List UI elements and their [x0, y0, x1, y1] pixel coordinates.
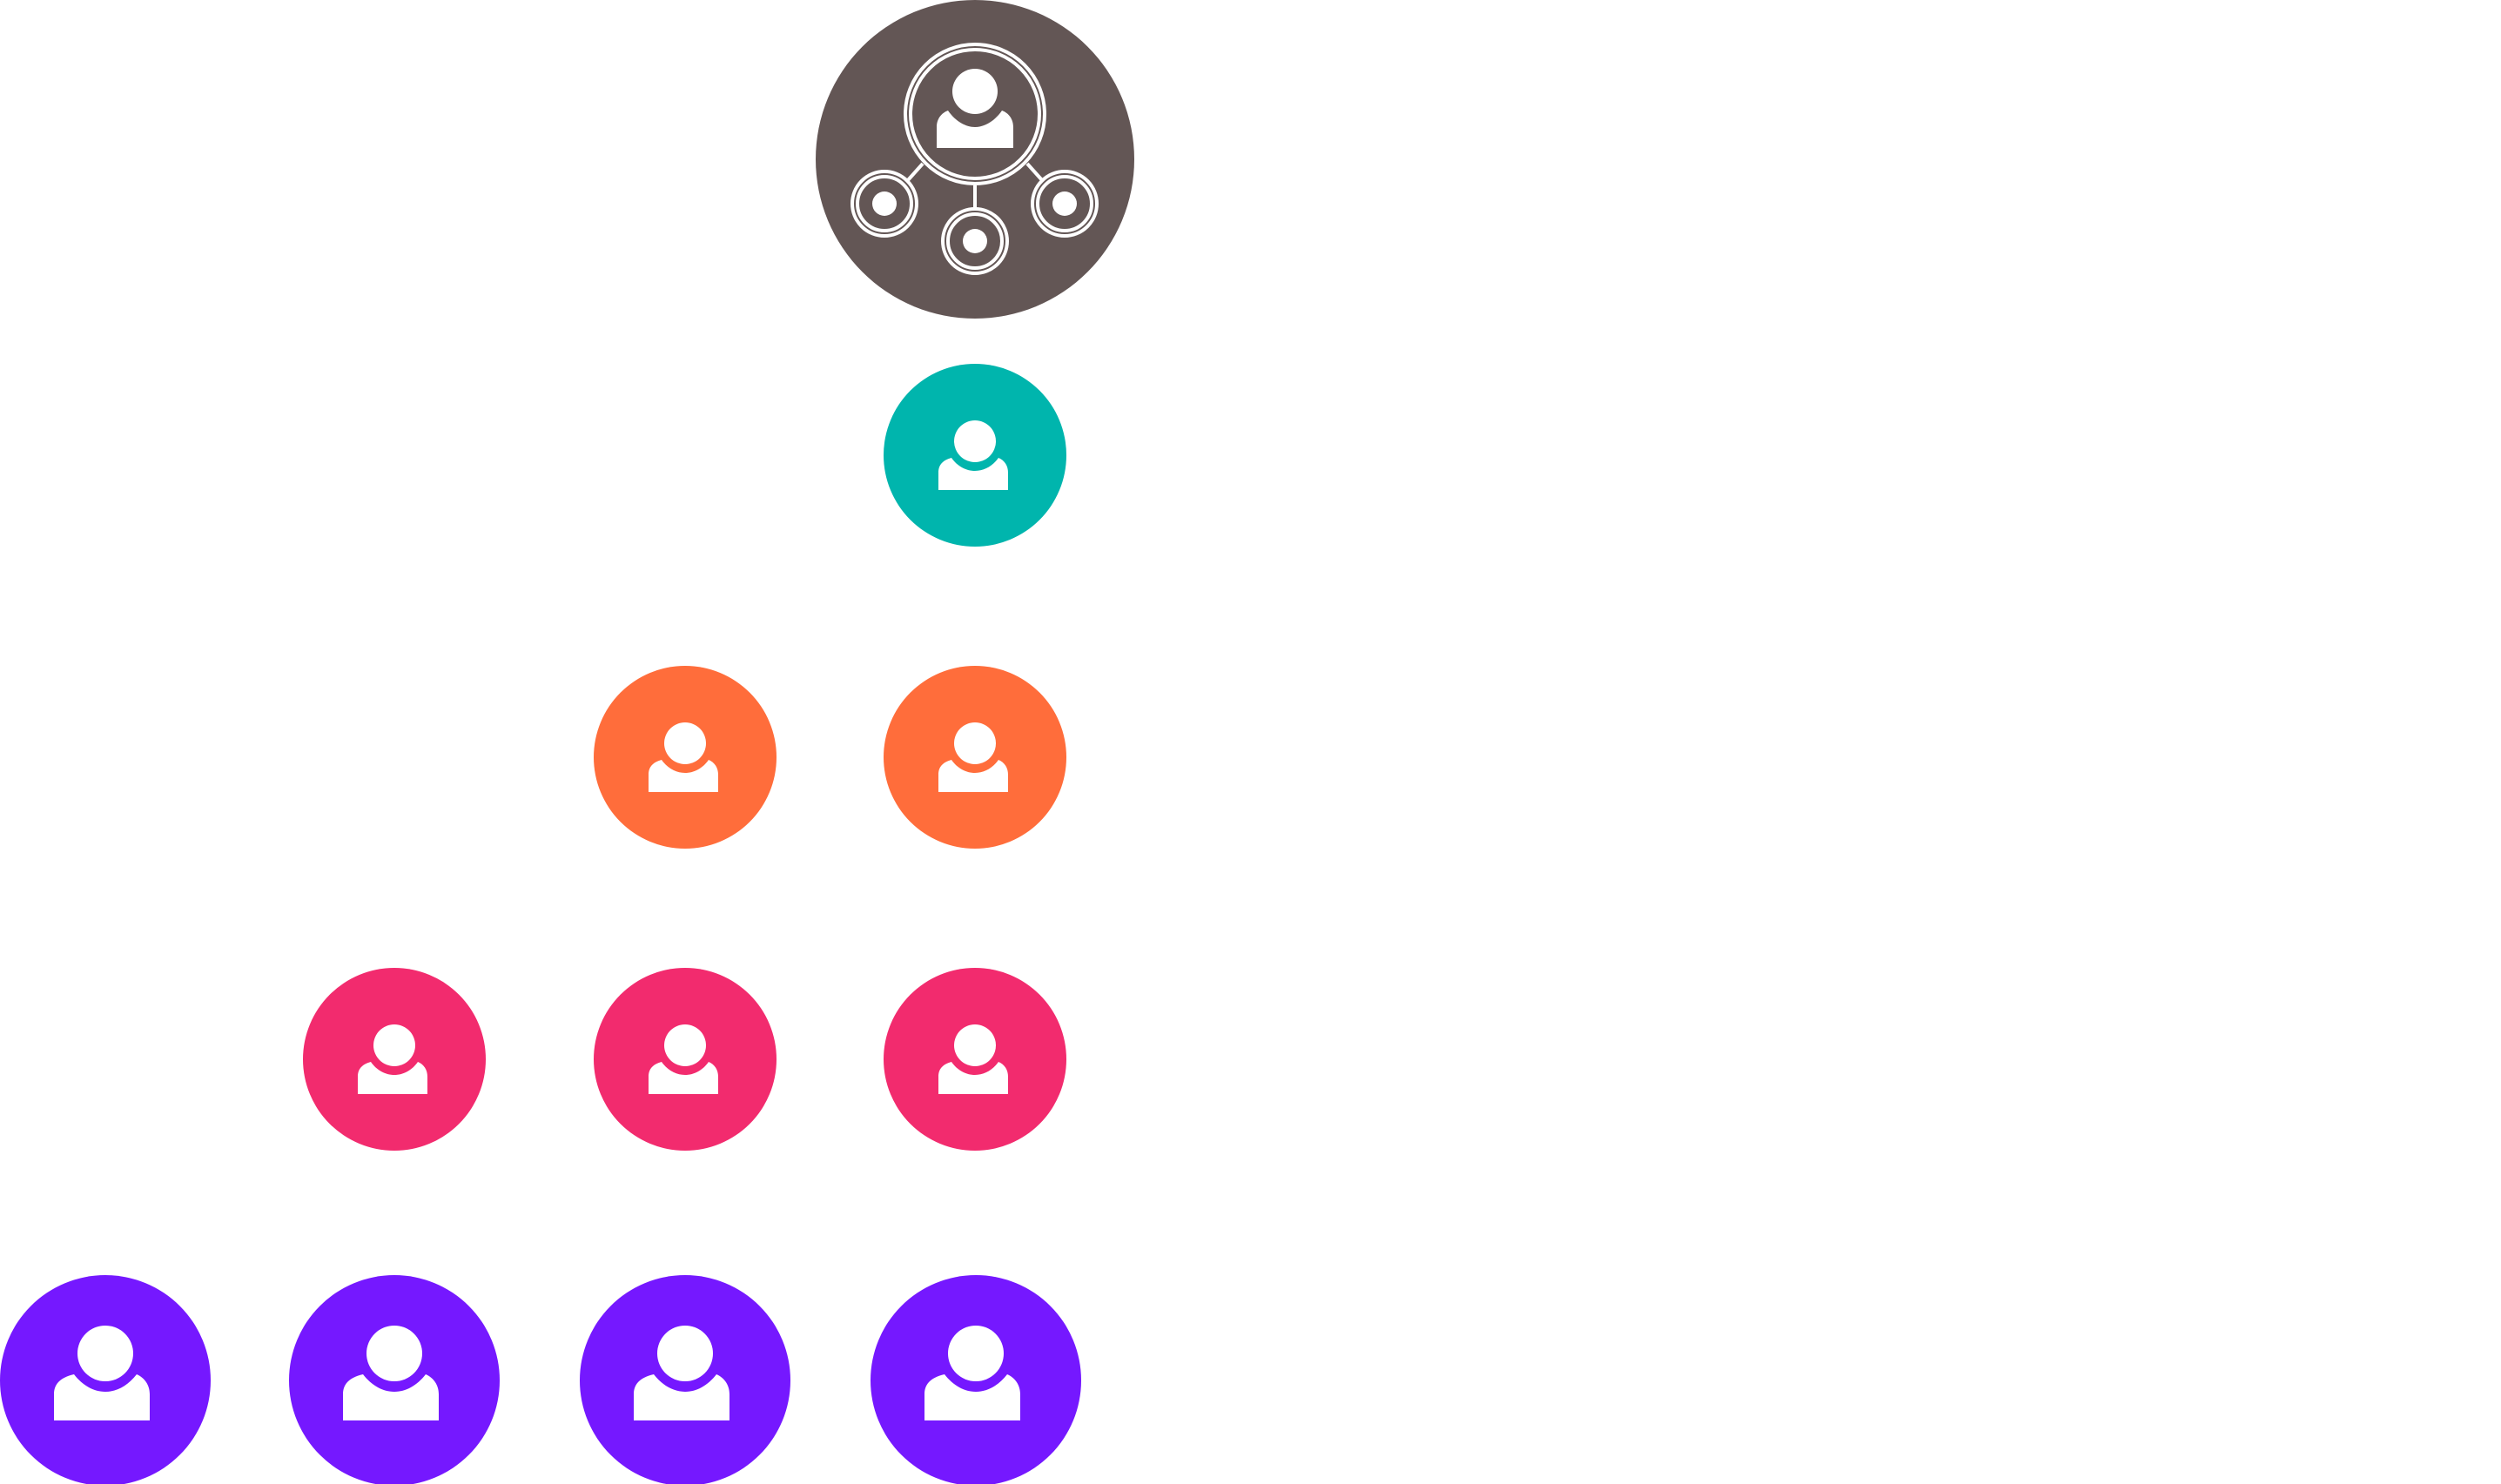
level2-node [594, 666, 777, 849]
level4-node [580, 1275, 790, 1484]
user-icon [634, 1326, 729, 1420]
level2-node [884, 666, 1066, 849]
user-icon [649, 1024, 718, 1094]
level4-node [871, 1275, 1081, 1484]
user-icon [343, 1326, 439, 1420]
level3-node [594, 968, 777, 1151]
level1-node [884, 364, 1066, 547]
level3-node [303, 968, 486, 1151]
user-icon [358, 1024, 427, 1094]
user-icon [649, 722, 718, 792]
root-node [816, 0, 1134, 319]
level4-node [0, 1275, 211, 1484]
level3-node [884, 968, 1066, 1151]
user-icon [54, 1326, 150, 1420]
user-icon [924, 1326, 1020, 1420]
user-icon [938, 722, 1008, 792]
level4-node [289, 1275, 500, 1484]
user-icon [938, 1024, 1008, 1094]
network-hub-icon [850, 43, 1099, 275]
user-icon [938, 420, 1008, 490]
